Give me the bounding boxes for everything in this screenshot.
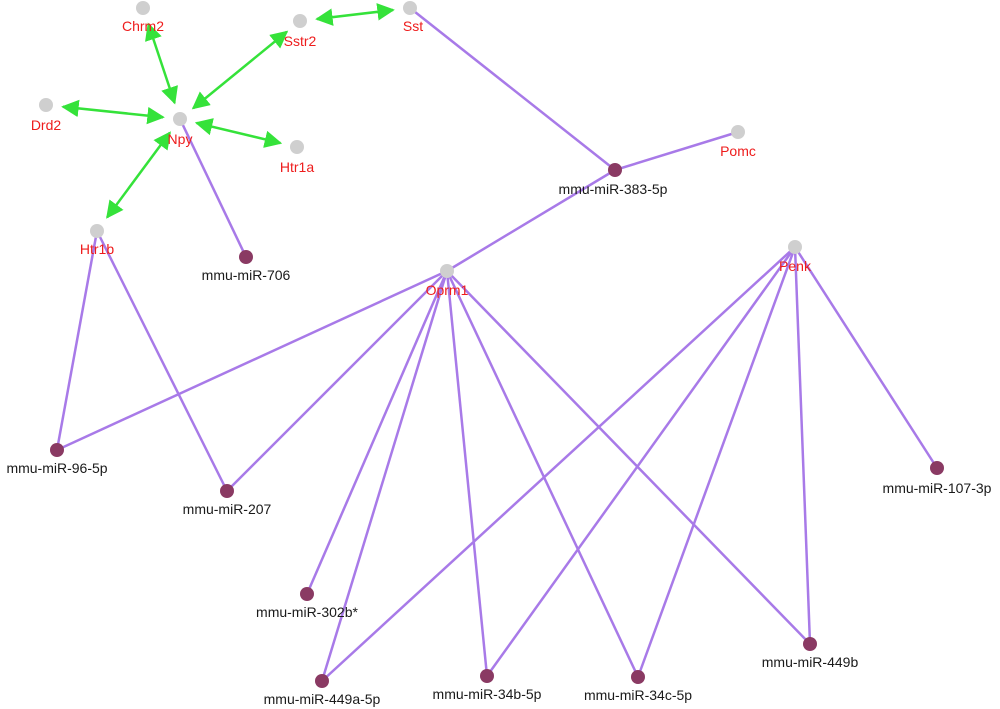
target-edge-sst-mir383: [409, 7, 616, 171]
gene-node-chrm2: [136, 1, 150, 15]
interaction-edge-npy-chrm2: [145, 22, 178, 105]
target-edge-penk-mir449b: [793, 246, 812, 645]
gene-label-drd2: Drd2: [31, 117, 62, 133]
target-edges: [55, 7, 939, 682]
target-edge-penk-mir34c: [636, 246, 797, 678]
mirna-label-mir96: mmu-miR-96-5p: [6, 460, 107, 476]
nodes: [39, 1, 944, 688]
gene-label-htr1b: Htr1b: [80, 241, 114, 257]
mirna-node-mir383: [608, 163, 622, 177]
gene-node-pomc: [731, 125, 745, 139]
mirna-label-mir449a: mmu-miR-449a-5p: [264, 691, 381, 707]
gene-node-htr1a: [290, 140, 304, 154]
gene-label-chrm2: Chrm2: [122, 18, 164, 34]
gene-node-drd2: [39, 98, 53, 112]
gene-node-npy: [173, 112, 187, 126]
interaction-edges: [61, 3, 395, 219]
mirna-node-mir96: [50, 443, 64, 457]
target-edge-htr1b-mir96: [55, 230, 99, 451]
mirna-label-mir107: mmu-miR-107-3p: [883, 480, 992, 496]
gene-label-oprm1: Oprm1: [426, 282, 469, 298]
mirna-node-mir34c: [631, 670, 645, 684]
interaction-edge-npy-drd2: [61, 99, 165, 125]
target-edge-htr1b-mir207: [95, 230, 229, 492]
target-edge-oprm1-mir449a: [320, 270, 449, 682]
target-edge-oprm1-mir449b: [446, 270, 811, 645]
target-edge-penk-mir34b: [485, 246, 797, 677]
gene-label-penk: Penk: [779, 258, 812, 274]
gene-node-sstr2: [293, 14, 307, 28]
target-edge-oprm1-mir96: [56, 269, 448, 452]
mirna-label-mir383: mmu-miR-383-5p: [559, 181, 668, 197]
mirna-node-mir34b: [480, 669, 494, 683]
mirna-node-mir449a: [315, 674, 329, 688]
interaction-edge-npy-sstr2: [191, 30, 289, 110]
target-edge-pomc-mir383: [614, 130, 739, 172]
gene-label-pomc: Pomc: [720, 143, 756, 159]
mirna-label-mir449b: mmu-miR-449b: [762, 654, 859, 670]
target-edge-oprm1-mir383: [446, 168, 616, 273]
mirna-label-mir706: mmu-miR-706: [202, 267, 291, 283]
gene-label-sstr2: Sstr2: [284, 33, 317, 49]
gene-node-htr1b: [90, 224, 104, 238]
interaction-edge-npy-htr1a: [194, 118, 283, 148]
gene-label-htr1a: Htr1a: [280, 159, 314, 175]
mirna-node-mir107: [930, 461, 944, 475]
gene-node-oprm1: [440, 264, 454, 278]
target-edge-npy-mir706: [178, 118, 248, 258]
mirna-node-mir706: [239, 250, 253, 264]
mirna-label-mir207: mmu-miR-207: [183, 501, 272, 517]
gene-node-sst: [403, 1, 417, 15]
mirna-label-mir302b: mmu-miR-302b*: [256, 604, 358, 620]
mirna-node-mir302b: [300, 587, 314, 601]
target-edge-penk-mir449a: [321, 246, 796, 682]
mirna-node-mir207: [220, 484, 234, 498]
gene-label-npy: Npy: [168, 131, 193, 147]
target-edge-oprm1-mir34c: [445, 270, 640, 678]
mirna-node-mir449b: [803, 637, 817, 651]
mirna-label-mir34b: mmu-miR-34b-5p: [433, 686, 542, 702]
target-edge-oprm1-mir34b: [445, 270, 489, 677]
target-edge-penk-mir107: [793, 246, 939, 469]
gene-label-sst: Sst: [403, 18, 423, 34]
gene-node-penk: [788, 240, 802, 254]
mirna-label-mir34c: mmu-miR-34c-5p: [584, 687, 692, 703]
target-edge-oprm1-mir207: [226, 270, 448, 492]
interaction-edge-npy-htr1b: [106, 131, 171, 219]
interaction-edge-sstr2-sst: [315, 3, 395, 26]
target-edge-oprm1-mir302b: [305, 270, 449, 595]
